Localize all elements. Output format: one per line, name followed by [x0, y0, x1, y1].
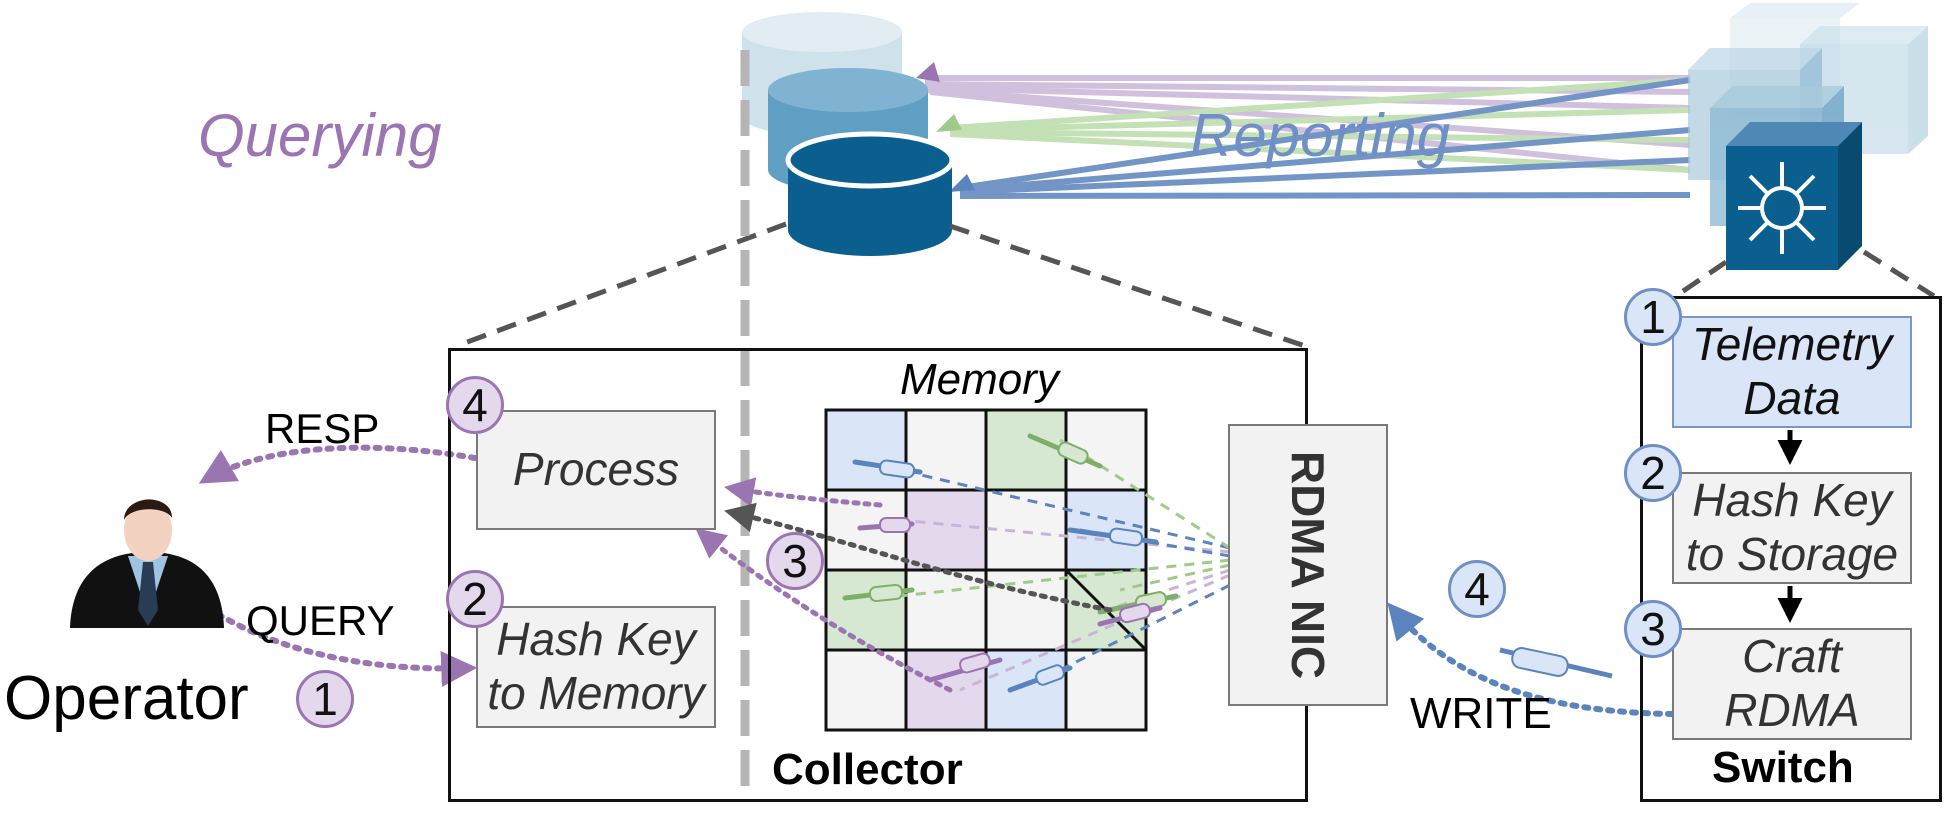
memory-cell — [824, 648, 908, 732]
process-label: Process — [512, 443, 680, 496]
switch-stack — [1688, 3, 1928, 270]
hash-key-storage-line2: to Storage — [1685, 528, 1899, 580]
badge-number: 4 — [1464, 563, 1490, 615]
memory-cell — [1064, 648, 1148, 732]
reporting-lines — [924, 75, 1691, 199]
operator-person-icon — [70, 499, 224, 628]
querying-label: Querying — [198, 102, 442, 169]
memory-cell — [984, 488, 1068, 572]
write-packet — [1499, 647, 1613, 679]
write-label: WRITE — [1410, 689, 1552, 738]
telemetry-data-box: Telemetry Data — [1672, 316, 1912, 428]
switch-frame — [1640, 296, 1942, 802]
process-box: Process — [476, 410, 716, 530]
hash-key-memory-box: Hash Key to Memory — [476, 606, 716, 728]
badge-number: 4 — [462, 379, 488, 431]
switch-step-1-badge: 1 — [1624, 288, 1682, 346]
badge-number: 2 — [1640, 447, 1666, 499]
rdma-read-step-3-badge: 3 — [766, 532, 824, 590]
operator-label: Operator — [4, 664, 249, 733]
query-label: QUERY — [246, 597, 395, 644]
memory-pointers — [842, 433, 1179, 693]
craft-rdma-line1: Craft — [1742, 630, 1842, 683]
resp-label: RESP — [265, 405, 380, 452]
badge-number: 3 — [1640, 603, 1666, 655]
switch-step-3-badge: 3 — [1624, 600, 1682, 658]
query-step-1-badge: 1 — [296, 670, 354, 728]
hash-key-memory-line2: to Memory — [487, 667, 705, 719]
rdma-nic-box: RDMA NIC — [1228, 424, 1388, 706]
hash-step-2-badge: 2 — [446, 570, 504, 628]
database-front — [785, 131, 955, 256]
write-step-4-badge: 4 — [1448, 560, 1506, 618]
reporting-label: Reporting — [1190, 102, 1451, 169]
badge-number: 2 — [462, 573, 488, 625]
hash-key-storage-box: Hash Key to Storage — [1672, 472, 1912, 584]
collector-label: Collector — [772, 745, 963, 794]
badge-number: 1 — [1640, 291, 1666, 343]
craft-rdma-box: Craft RDMA — [1672, 628, 1912, 740]
rdma-nic-label: RDMA NIC — [1282, 450, 1334, 680]
telemetry-line1: Telemetry — [1691, 318, 1893, 371]
badge-number: 3 — [782, 535, 808, 587]
telemetry-line2: Data — [1743, 372, 1841, 424]
memory-label: Memory — [900, 355, 1059, 404]
switch-label: Switch — [1712, 743, 1854, 792]
process-step-4-badge: 4 — [446, 376, 504, 434]
craft-rdma-line2: RDMA — [1724, 684, 1860, 736]
hash-key-storage-line1: Hash Key — [1692, 474, 1892, 527]
hash-key-memory-line1: Hash Key — [496, 613, 696, 666]
badge-number: 1 — [312, 673, 338, 725]
switch-step-2-badge: 2 — [1624, 444, 1682, 502]
memory-cell — [824, 408, 908, 492]
